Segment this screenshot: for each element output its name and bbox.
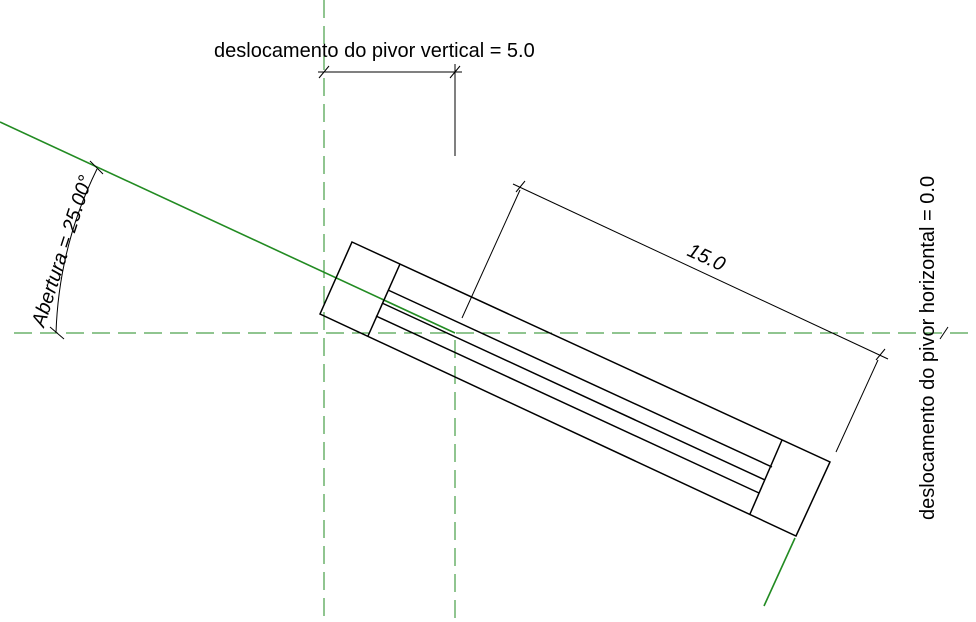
tick-mark-angle-end <box>49 326 65 340</box>
opening-reference-line <box>0 121 796 607</box>
extension-line-length-end <box>835 359 879 453</box>
door-left-rail <box>367 263 401 337</box>
opening-line-upper <box>0 121 456 334</box>
dimension-opening-angle <box>49 160 104 340</box>
tick-mark-length-end <box>875 348 886 361</box>
door-inner-line-middle <box>381 302 766 481</box>
label-vertical-pivot-offset: deslocamento do pivor vertical = 5.0 <box>214 40 535 62</box>
tick-mark-right <box>449 65 461 79</box>
reference-axes <box>14 0 976 622</box>
tick-mark-horizontal-offset <box>939 326 949 340</box>
opening-angle-arc <box>55 168 98 334</box>
dimension-length <box>461 180 889 453</box>
door-right-rail <box>749 439 783 515</box>
label-horizontal-pivot-offset: deslocamento do pivor horizontal = 0.0 <box>917 176 939 520</box>
door-inner-line-top <box>387 289 773 468</box>
dimension-vertical-offset <box>318 64 462 156</box>
extension-line-length-start <box>461 189 521 319</box>
label-opening-angle: Abertura = 25.00° <box>28 173 98 331</box>
tick-mark-length-start <box>515 180 526 193</box>
tick-mark-angle-start <box>89 160 104 175</box>
dim-line-length <box>512 183 889 360</box>
label-length: 15.0 <box>684 240 729 276</box>
door-panel <box>319 241 831 537</box>
opening-line-lower <box>763 537 796 607</box>
door-inner-line-bottom <box>375 315 760 494</box>
door-outer-frame <box>319 241 831 537</box>
tick-mark-left <box>318 65 330 79</box>
